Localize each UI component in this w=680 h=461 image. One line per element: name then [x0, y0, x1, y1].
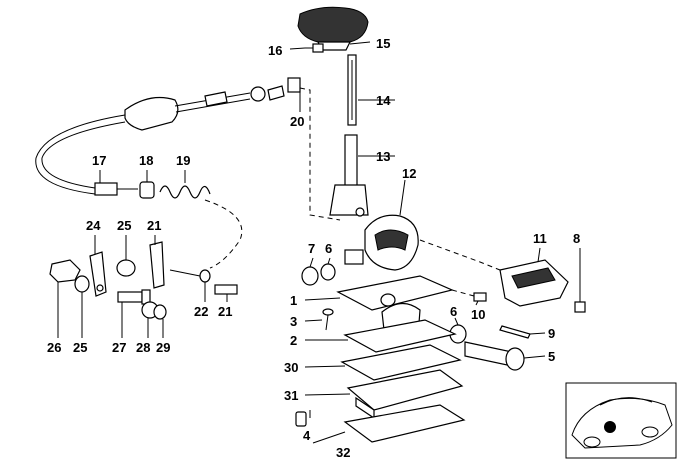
callout-20: 20: [290, 114, 304, 129]
plate-2: [343, 319, 457, 353]
callout-13: 13: [376, 149, 390, 164]
plate-31: [340, 344, 462, 381]
plate-32: [346, 369, 464, 420]
nut-25: [116, 259, 136, 277]
screw-3: [322, 308, 334, 331]
callout-24: 24: [86, 218, 101, 233]
bushing-18: [139, 181, 155, 199]
callout-16: 16: [268, 43, 282, 58]
bolt-16: [305, 43, 324, 53]
callout-21: 21: [147, 218, 161, 233]
callout-9: 10: [471, 307, 485, 322]
callout-17: 17: [92, 153, 106, 168]
lever-upper: [347, 54, 357, 126]
bushing-7: [301, 266, 319, 286]
callout-14: 14: [376, 93, 391, 108]
callout-4: 4: [303, 428, 311, 443]
callout-30: 29: [156, 340, 170, 355]
nut-27: [49, 259, 81, 283]
callout-10: 8: [573, 231, 580, 246]
bolt-28: [117, 289, 151, 305]
callout-32: 31: [284, 388, 298, 403]
bushing-6-left: [320, 263, 336, 281]
callout-23: 22: [194, 304, 208, 319]
callout-31: 30: [284, 360, 298, 375]
callout-8: 9: [548, 326, 555, 341]
callout-labels: 15 16 14 13 12 20 17 18 19 24 25 21 26 2…: [47, 36, 580, 460]
callout-22: 21: [218, 304, 232, 319]
bracket-21: [149, 241, 165, 289]
bolt-9: [473, 292, 487, 302]
indicator-11: [499, 259, 569, 307]
clip-4: [295, 411, 307, 427]
plate-1: [336, 275, 454, 311]
lever-lower: [329, 134, 369, 217]
nut-30: [153, 304, 167, 320]
callout-18: 18: [139, 153, 153, 168]
car-icon: [565, 382, 677, 459]
shift-cable: [35, 77, 341, 221]
cable-end-17: [94, 182, 138, 196]
callout-26: 25: [73, 340, 87, 355]
leader-lines: [57, 41, 581, 444]
callout-19: 19: [176, 153, 190, 168]
bracket-24: [89, 251, 107, 297]
callout-1: 1: [290, 293, 297, 308]
callout-3: 3: [290, 314, 297, 329]
washer-23: [169, 269, 211, 283]
callout-11: 11: [533, 231, 547, 246]
screw-10: [574, 301, 586, 313]
shift-housing: [344, 214, 419, 271]
callout-7: 7: [308, 241, 315, 256]
callout-2: 2: [290, 333, 297, 348]
bolt-22: [214, 284, 238, 295]
callout-28: 27: [112, 340, 126, 355]
washer-26: [74, 275, 90, 293]
callout-6-right: 6: [450, 304, 457, 319]
callout-5: 5: [548, 349, 555, 364]
pin-5: [464, 341, 525, 371]
callout-6-left: 6: [325, 241, 332, 256]
callout-27: 26: [47, 340, 61, 355]
callout-15: 15: [376, 36, 390, 51]
spring-19: [159, 185, 243, 269]
callout-29: 28: [136, 340, 150, 355]
pin-8: [499, 325, 531, 339]
plate-33: [343, 404, 466, 443]
callout-25: 25: [117, 218, 131, 233]
callout-12: 12: [402, 166, 416, 181]
callout-33: 32: [336, 445, 350, 460]
